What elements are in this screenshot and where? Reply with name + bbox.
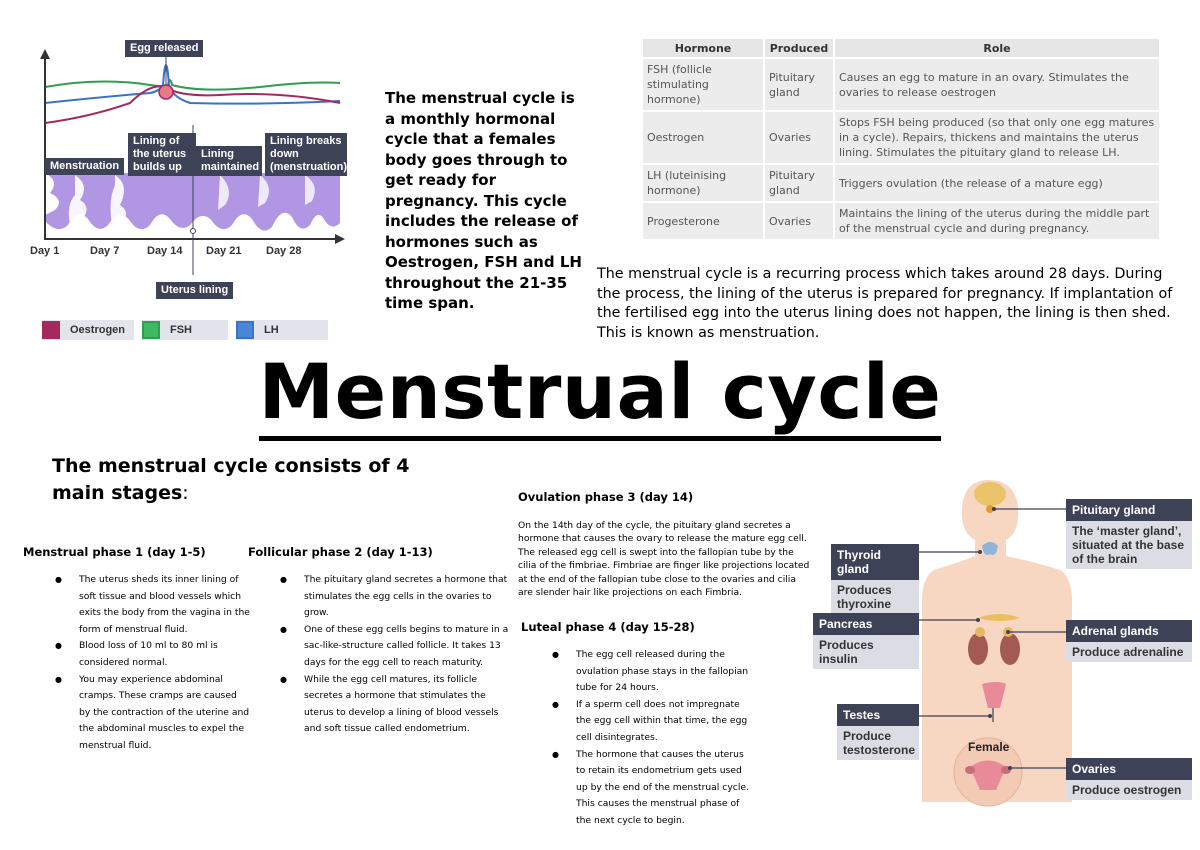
legend-oestrogen-label: Oestrogen [70, 324, 126, 336]
stages-heading-text: The menstrual cycle consists of 4 main s… [52, 455, 410, 504]
testes-desc: Produce testosterone [837, 726, 919, 760]
female-label: Female [968, 740, 1010, 754]
legend-lh-label: LH [264, 324, 279, 336]
cell-role: Triggers ovulation (the release of a mat… [833, 165, 1159, 201]
list-item: Blood loss of 10 ml to 80 ml is consider… [55, 638, 250, 671]
fsh-swatch [142, 321, 160, 339]
hormone-chart: Egg released Menstruation Lining of the … [20, 35, 355, 350]
pituitary-desc: The ‘master gland’, situated at the base… [1066, 521, 1192, 569]
cell-role: Stops FSH being produced (so that only o… [833, 112, 1159, 163]
oestrogen-curve [44, 85, 341, 124]
list-item: The pituitary gland secretes a hormone t… [280, 572, 512, 622]
fsh-curve [44, 79, 341, 91]
list-item: The uterus sheds its inner lining of sof… [55, 572, 250, 638]
legend-fsh-label: FSH [170, 324, 192, 336]
stages-heading-colon: : [182, 482, 189, 504]
table-row: Oestrogen Ovaries Stops FSH being produc… [643, 112, 1159, 163]
oestrogen-swatch [42, 321, 60, 339]
cell-role: Maintains the lining of the uterus durin… [833, 203, 1159, 239]
tick-day7: Day 7 [90, 245, 120, 257]
cell-produced: Ovaries [763, 203, 833, 239]
list-item: The egg cell released during the ovulati… [552, 647, 752, 697]
list-item: If a sperm cell does not impregnate the … [552, 697, 752, 747]
pancreas-box: Pancreas Produces insulin [813, 613, 919, 669]
phase4-list: The egg cell released during the ovulati… [552, 647, 752, 830]
table-row: Progesterone Ovaries Maintains the linin… [643, 203, 1159, 239]
ovaries-box: Ovaries Produce oestrogen [1066, 758, 1192, 800]
legend-lh: LH [236, 320, 328, 340]
uterus-lining-label: Uterus lining [156, 282, 234, 299]
cell-role: Causes an egg to mature in an ovary. Sti… [833, 59, 1159, 110]
pituitary-box: Pituitary gland The ‘master gland’, situ… [1066, 499, 1192, 569]
cell-hormone: Oestrogen [643, 112, 763, 163]
cell-hormone: LH (luteinising hormone) [643, 165, 763, 201]
tick-day28: Day 28 [266, 245, 302, 257]
col-produced: Produced [763, 39, 833, 57]
egg-released-callout: Egg released [125, 40, 204, 57]
list-item: One of these egg cells begins to mature … [280, 622, 512, 672]
egg-icon [158, 84, 174, 100]
tick-day21: Day 21 [206, 245, 242, 257]
ovaries-desc: Produce oestrogen [1066, 780, 1192, 800]
phase-menstruation: Menstruation [45, 158, 125, 175]
pancreas-title: Pancreas [813, 613, 919, 635]
page-title-wrap: Menstrual cycle [0, 348, 1200, 441]
phase2-list: The pituitary gland secretes a hormone t… [280, 572, 512, 738]
thyroid-box: Thyroid gland Produces thyroxine [831, 544, 919, 614]
intro-paragraph: The menstrual cycle is a monthly hormona… [385, 89, 582, 312]
phase-lining-maintained: Lining maintained [196, 146, 262, 176]
hormone-table: Hormone Produced Role FSH (follicle stim… [643, 37, 1159, 241]
thyroid-title: Thyroid gland [831, 544, 919, 580]
phase-lining-breaks: Lining breaks down (menstruation) [265, 133, 347, 176]
tick-day1: Day 1 [30, 245, 60, 257]
table-row: FSH (follicle stimulating hormone) Pitui… [643, 59, 1159, 110]
stages-heading: The menstrual cycle consists of 4 main s… [52, 453, 432, 507]
cycle-description: The menstrual cycle is a recurring proce… [597, 266, 1173, 341]
cell-hormone: FSH (follicle stimulating hormone) [643, 59, 763, 110]
phase1-list: The uterus sheds its inner lining of sof… [55, 572, 250, 755]
col-hormone: Hormone [643, 39, 763, 57]
pancreas-desc: Produces insulin [813, 635, 919, 669]
phase1-title: Menstrual phase 1 (day 1-5) [23, 545, 206, 559]
legend-oestrogen: Oestrogen [42, 320, 134, 340]
ovaries-title: Ovaries [1066, 758, 1192, 780]
list-item: The hormone that causes the uterus to re… [552, 747, 752, 830]
adrenal-box: Adrenal glands Produce adrenaline [1066, 620, 1192, 662]
legend-fsh: FSH [142, 320, 228, 340]
list-item: While the egg cell matures, its follicle… [280, 672, 512, 738]
list-item: You may experience abdominal cramps. The… [55, 672, 250, 755]
phase3-title: Ovulation phase 3 (day 14) [518, 490, 694, 504]
testes-title: Testes [837, 704, 919, 726]
body-figure [918, 480, 1072, 807]
page-title: Menstrual cycle [258, 348, 942, 441]
endocrine-diagram: Female Pituitary gland The ‘master gland… [810, 472, 1195, 817]
table-row: LH (luteinising hormone) Pituitary gland… [643, 165, 1159, 201]
table-header-row: Hormone Produced Role [643, 39, 1159, 57]
lh-swatch [236, 321, 254, 339]
thyroid-desc: Produces thyroxine [831, 580, 919, 614]
col-role: Role [833, 39, 1159, 57]
cell-hormone: Progesterone [643, 203, 763, 239]
testes-box: Testes Produce testosterone [837, 704, 919, 760]
cell-produced: Pituitary gland [763, 59, 833, 110]
cell-produced: Pituitary gland [763, 165, 833, 201]
hormone-chart-svg [40, 49, 345, 275]
cell-produced: Ovaries [763, 112, 833, 163]
adrenal-desc: Produce adrenaline [1066, 642, 1192, 662]
adrenal-title: Adrenal glands [1066, 620, 1192, 642]
tick-day14: Day 14 [147, 245, 183, 257]
pituitary-title: Pituitary gland [1066, 499, 1192, 521]
phase3-text: On the 14th day of the cycle, the pituit… [518, 520, 810, 599]
lh-curve [44, 64, 341, 105]
phase4-title: Luteal phase 4 (day 15-28) [521, 620, 695, 634]
phase-lining-builds: Lining of the uterus builds up [128, 133, 196, 176]
phase2-title: Follicular phase 2 (day 1-13) [248, 545, 433, 559]
